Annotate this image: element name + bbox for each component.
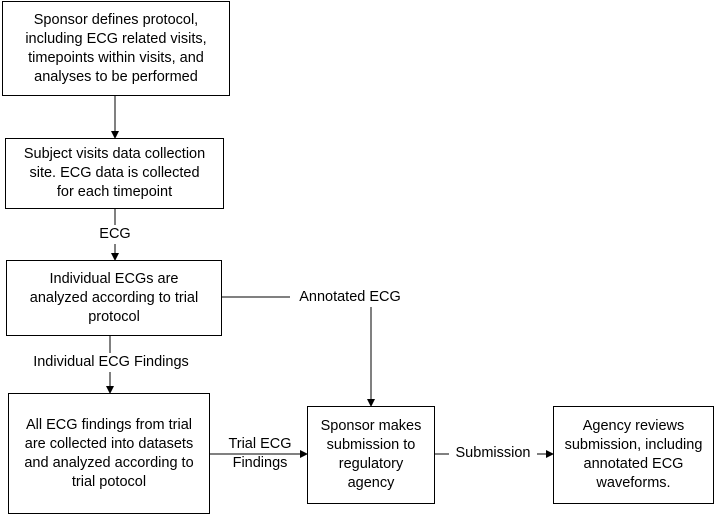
arrow-individual-to-sponsor xyxy=(221,296,375,407)
edge-label-submission: Submission xyxy=(449,444,537,463)
node-protocol: Sponsor defines protocol, including ECG … xyxy=(2,1,230,96)
node-visits: Subject visits data collection site. ECG… xyxy=(5,138,224,209)
node-individual-analysis: Individual ECGs are analyzed according t… xyxy=(6,260,222,336)
node-sponsor-submission: Sponsor makes submission to regulatory a… xyxy=(307,406,435,504)
edge-label-annotated-ecg: Annotated ECG xyxy=(290,288,410,307)
edge-label-ecg: ECG xyxy=(94,225,136,244)
node-agency-review: Agency reviews submission, including ann… xyxy=(553,406,714,504)
node-findings-datasets: All ECG findings from trial are collecte… xyxy=(8,393,210,514)
edge-label-trial-ecg-findings: Trial ECG Findings xyxy=(228,436,292,471)
edge-label-individual-ecg-findings: Individual ECG Findings xyxy=(18,353,204,372)
